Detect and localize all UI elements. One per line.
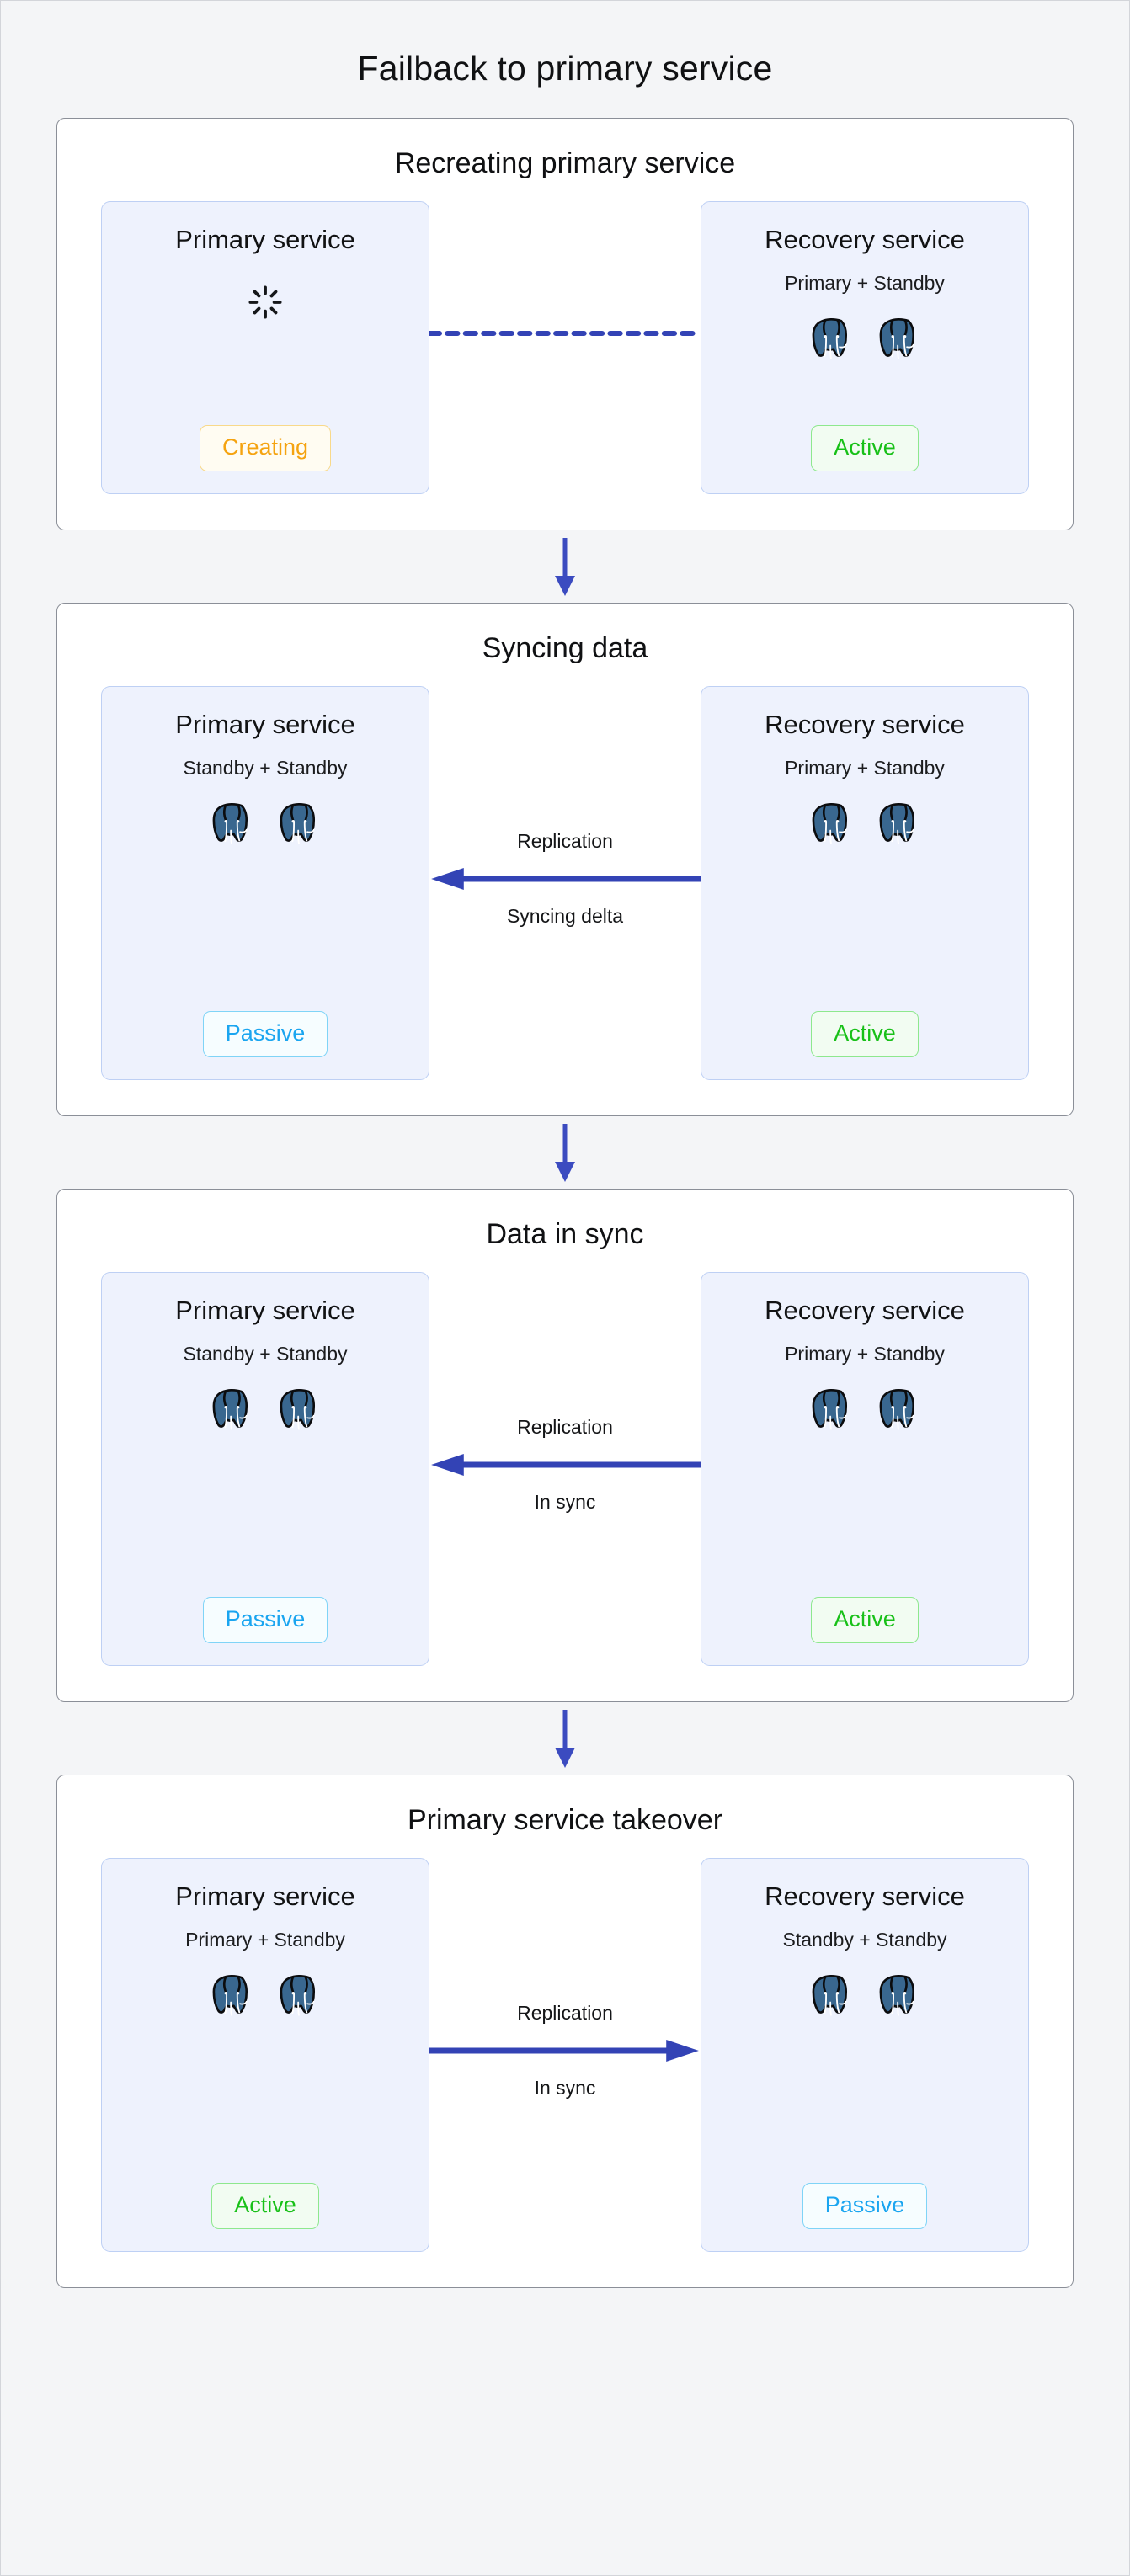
connector-label-top: Replication [517,1416,613,1438]
postgres-icon [812,318,848,360]
status-badge: Active [811,1597,919,1643]
service-name: Recovery service [765,710,965,739]
connector-replication: Replication In sync [429,1858,701,2252]
stage-body: Primary service Standby + Standby [57,1272,1073,1701]
connector-inner: Replication In sync [429,1418,701,1512]
postgres-icon [280,803,316,845]
connector-label-bottom: Syncing delta [506,905,624,927]
postgres-icon [879,318,915,360]
service-subtitle: Primary + Standby [185,1929,345,1951]
status-badge: Passive [802,2183,928,2229]
stage-data-in-sync: Data in sync Primary service Standby + S… [56,1189,1074,1702]
connector-inner [429,329,701,338]
stage-body: Primary service [57,201,1073,530]
arrow-right-icon [429,2040,699,2062]
service-card-recovery[interactable]: Recovery service Standby + Standby [701,1858,1029,2252]
postgres-icon [879,803,915,845]
postgres-icon [212,1975,248,2017]
status-badge: Active [811,425,919,471]
node-group [209,801,322,848]
spinner-icon-wrap [247,273,284,332]
service-name: Primary service [175,1881,355,1911]
stage-recreating-primary-service: Recreating primary service Primary servi… [56,118,1074,530]
postgres-icon [879,1975,915,2017]
service-card-primary[interactable]: Primary service [101,201,429,494]
connector-label-top: Replication [517,2002,613,2024]
flow-arrow-1 [56,530,1074,603]
dashed-line-icon [429,331,701,336]
postgres-icon [812,803,848,845]
stage-body: Primary service Primary + Standby [57,1858,1073,2287]
service-subtitle: Primary + Standby [785,1343,945,1365]
service-card-primary[interactable]: Primary service Standby + Standby [101,686,429,1080]
service-card-recovery[interactable]: Recovery service Primary + Standby [701,1272,1029,1666]
stage-title: Data in sync [486,1218,644,1250]
postgres-icon [280,1389,316,1431]
arrow-left-icon [431,1454,701,1476]
connector-inner: Replication In sync [429,2004,701,2098]
connector-replication: Replication In sync [429,1272,701,1666]
postgres-icon [879,1389,915,1431]
connector-inner: Replication Syncing delta [429,832,701,926]
service-name: Primary service [175,1296,355,1325]
down-arrow-icon [555,1710,575,1768]
postgres-icon [212,1389,248,1431]
postgres-icon [812,1975,848,2017]
node-group [209,1972,322,2020]
service-subtitle: Standby + Standby [183,1343,348,1365]
service-subtitle: Primary + Standby [785,272,945,295]
page-title: Failback to primary service [357,49,773,88]
status-badge: Passive [202,1011,328,1057]
service-name: Recovery service [765,1881,965,1911]
service-name: Primary service [175,225,355,254]
service-name: Recovery service [765,1296,965,1325]
connector-replication: Replication Syncing delta [429,686,701,1080]
node-group [808,801,921,848]
bottom-spacer [56,2288,1074,2325]
service-name: Recovery service [765,225,965,254]
stage-title: Primary service takeover [407,1804,723,1836]
stage-title: Recreating primary service [394,147,736,179]
down-arrow-icon [555,1124,575,1182]
node-group [808,1972,921,2020]
service-card-primary[interactable]: Primary service Primary + Standby [101,1858,429,2252]
postgres-icon [280,1975,316,2017]
status-badge: Passive [202,1597,328,1643]
connector-dashed [429,201,701,494]
stage-body: Primary service Standby + Standby [57,686,1073,1115]
spinner-icon [248,285,282,319]
stage-primary-service-takeover: Primary service takeover Primary service… [56,1775,1074,2288]
node-group [808,1386,921,1434]
node-group [209,1386,322,1434]
stage-syncing-data: Syncing data Primary service Standby + S… [56,603,1074,1116]
service-subtitle: Primary + Standby [785,757,945,780]
flow-arrow-2 [56,1116,1074,1189]
stage-title: Syncing data [482,632,648,664]
postgres-icon [812,1389,848,1431]
postgres-icon [212,803,248,845]
status-badge: Active [211,2183,319,2229]
service-card-recovery[interactable]: Recovery service Primary + Standby [701,201,1029,494]
flow-arrow-3 [56,1702,1074,1775]
down-arrow-icon [555,538,575,596]
status-badge: Creating [199,425,332,471]
arrow-left-icon [431,868,701,890]
service-name: Primary service [175,710,355,739]
service-card-recovery[interactable]: Recovery service Primary + Standby [701,686,1029,1080]
status-badge: Active [811,1011,919,1057]
service-subtitle: Standby + Standby [782,1929,947,1951]
connector-label-bottom: In sync [534,2077,596,2099]
connector-label-top: Replication [517,830,613,852]
service-card-primary[interactable]: Primary service Standby + Standby [101,1272,429,1666]
service-subtitle: Standby + Standby [183,757,348,780]
node-group [808,316,921,363]
connector-label-bottom: In sync [534,1491,596,1513]
